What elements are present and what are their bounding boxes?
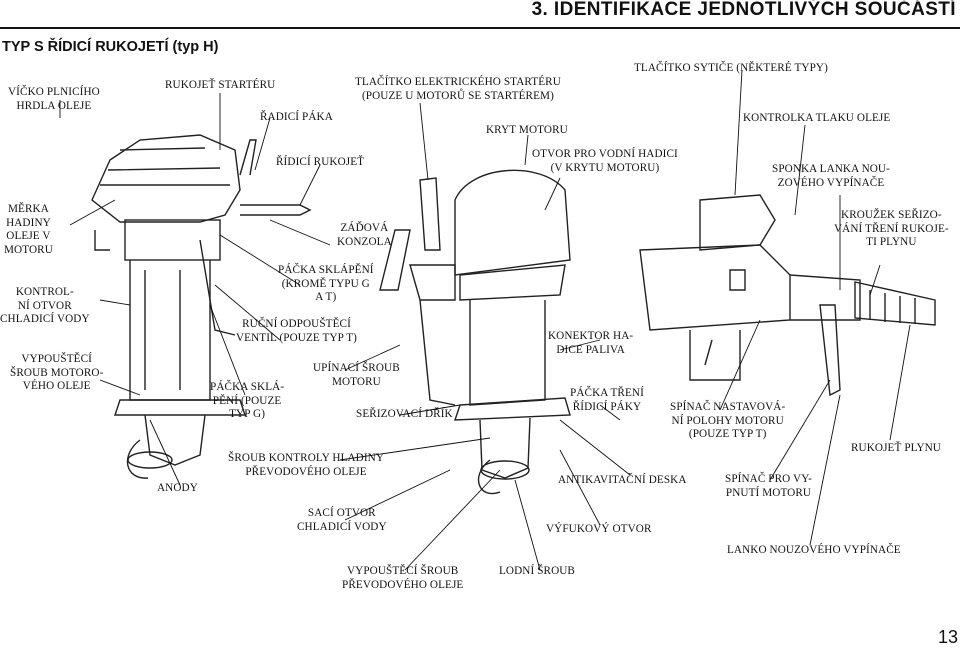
label-emergency-clip: SPONKA LANKA NOU-ZOVÉHO VYPÍNAČE: [772, 163, 890, 189]
chapter-title: 3. IDENTIFIKACE JEDNOTLIVÝCH SOUČÁSTÍ: [531, 0, 956, 20]
label-stop-switch: SPÍNAČ PRO VY-PNUTÍ MOTORU: [725, 473, 812, 499]
tiller-closeup-drawing: [639, 194, 936, 397]
label-fuel-connector: KONEKTOR HA-DICE PALIVA: [548, 330, 634, 356]
label-emergency-lanyard: LANKO NOUZOVÉHO VYPÍNAČE: [727, 544, 901, 556]
label-flush-port: OTVOR PRO VODNÍ HADICI(V KRYTU MOTORU): [532, 148, 678, 174]
label-tilt-lever-g: PÁČKA SKLÁ-PĚNÍ (POUZE TYP G): [210, 381, 285, 420]
label-tiller-handle: ŘÍDICÍ RUKOJEŤ: [276, 156, 365, 168]
label-starter-grip: RUKOJEŤ STARTÉRU: [165, 79, 276, 91]
label-engine-cover: KRYT MOTORU: [486, 124, 568, 136]
label-anode: ANODY: [157, 482, 198, 494]
label-throttle-friction: KROUŽEK SEŘIZO-VÁNÍ TŘENÍ RUKOJE- TI PLY…: [834, 209, 949, 248]
label-exhaust: VÝFUKOVÝ OTVOR: [546, 523, 652, 535]
label-shift-lever: ŘADICÍ PÁKA: [260, 111, 333, 123]
label-starter-button: TLAČÍTKO ELEKTRICKÉHO STARTÉRU(POUZE U M…: [355, 76, 561, 102]
label-propeller: LODNÍ ŠROUB: [499, 565, 575, 577]
label-adjust-rod: SEŘIZOVACÍ DŘÍK: [356, 408, 453, 420]
center-engine-drawing: [379, 169, 571, 495]
leader-lines: [59, 69, 911, 571]
header-rule: [0, 27, 960, 29]
page-number: 13: [937, 627, 958, 647]
label-trim-switch: SPÍNAČ NASTAVOVÁ-NÍ POLOHY MOTORU (POUZE…: [670, 401, 786, 440]
label-throttle-grip: RUKOJEŤ PLYNU: [851, 442, 941, 454]
label-tilt-lever: PÁČKA SKLÁPĚNÍ(KROMĚ TYPU G A T): [278, 264, 374, 303]
label-anti-cavitation: ANTIKAVITAČNÍ DESKA: [558, 474, 687, 486]
left-engine-drawing: [91, 134, 312, 479]
label-oil-pressure-indicator: KONTROLKA TLAKU OLEJE: [743, 112, 891, 124]
section-title: TYP S ŘÍDICÍ RUKOJETÍ (typ H): [2, 39, 219, 55]
label-check-hole: KONTROL-NÍ OTVOR CHLADICÍ VODY: [0, 286, 90, 325]
label-choke-knob: TLAČÍTKO SYTIČE (NĚKTERÉ TYPY): [634, 62, 828, 74]
